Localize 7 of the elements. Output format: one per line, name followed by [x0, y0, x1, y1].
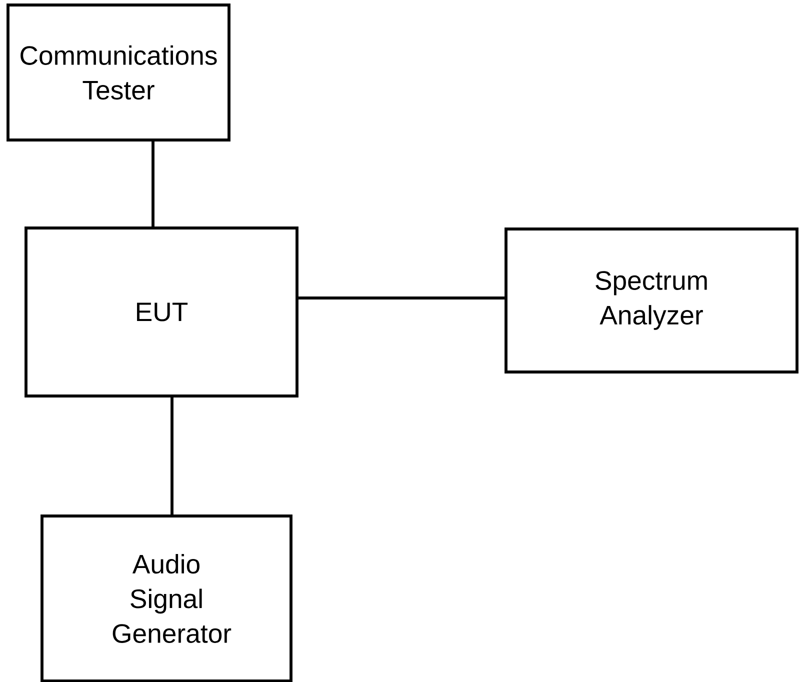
device-box: Spectrum Analyzer — [504, 228, 798, 374]
device-box: Audio Signal Generator — [40, 514, 292, 682]
device-box: Communications Tester — [6, 4, 230, 142]
connector-line — [298, 296, 505, 300]
device-box: EUT — [24, 226, 298, 398]
connector-line — [152, 141, 154, 227]
connector-line — [170, 397, 174, 515]
